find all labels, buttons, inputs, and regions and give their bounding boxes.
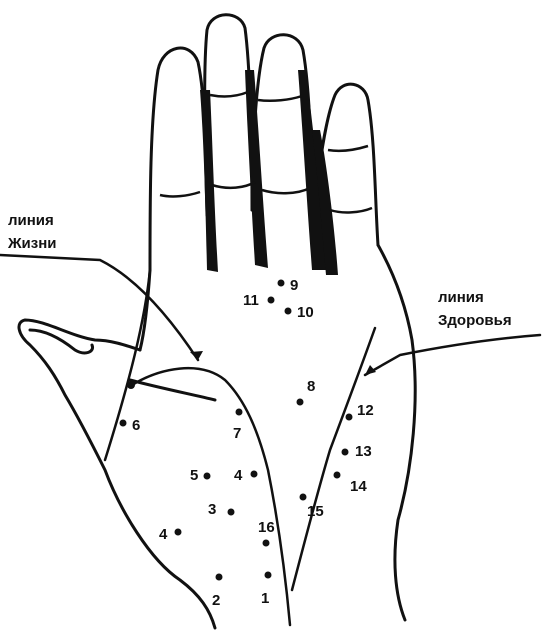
health-line-label-1: линия <box>438 289 484 306</box>
palm-lines <box>0 255 540 625</box>
life-line-label-2: Жизни <box>7 235 57 252</box>
thenar-mound <box>130 380 215 400</box>
point-dot-8 <box>297 399 304 406</box>
point-label-15: 15 <box>307 503 324 520</box>
point-dot-4a <box>251 471 258 478</box>
point-label-13: 13 <box>355 443 372 460</box>
point-label-14: 14 <box>350 478 367 495</box>
point-label-12: 12 <box>357 402 374 419</box>
point-dot-3 <box>228 509 235 516</box>
point-label-1: 1 <box>261 590 269 607</box>
heart-line-segment <box>105 270 150 460</box>
point-label-16: 16 <box>258 519 275 536</box>
hand-outline <box>19 15 415 628</box>
point-dot-12 <box>346 414 353 421</box>
point-label-11: 11 <box>243 292 259 309</box>
life-line <box>132 368 290 625</box>
thumb <box>19 320 215 628</box>
little-finger <box>150 48 207 270</box>
point-dot-2 <box>216 574 223 581</box>
health-line-pointer <box>365 335 540 375</box>
point-label-6: 6 <box>132 417 140 434</box>
point-dot-5 <box>204 473 211 480</box>
point-label-5: 5 <box>190 467 198 484</box>
point-dot-16 <box>263 540 270 547</box>
point-dot-10 <box>285 308 292 315</box>
point-label-9: 9 <box>290 277 298 294</box>
point-label-10: 10 <box>297 304 314 321</box>
palm-right-edge <box>378 245 415 620</box>
point-dot-15 <box>300 494 307 501</box>
health-line-label-2: Здоровья <box>438 312 512 329</box>
point-label-8: 8 <box>307 378 315 395</box>
point-dot-11 <box>268 297 275 304</box>
point-dot-7 <box>236 409 243 416</box>
point-dot-4b <box>175 529 182 536</box>
point-label-7: 7 <box>233 425 241 442</box>
point-dot-14 <box>334 472 341 479</box>
finger-creases <box>160 92 372 212</box>
life-line-label-1: линия <box>8 212 54 229</box>
point-label-2: 2 <box>212 592 220 609</box>
point-dot-13 <box>342 449 349 456</box>
point-label-4a: 4 <box>234 467 243 484</box>
point-dot-9 <box>278 280 285 287</box>
point-label-4b: 4 <box>159 526 168 543</box>
thumb-nail <box>30 330 93 353</box>
point-dot-1 <box>265 572 272 579</box>
point-dot-6 <box>120 420 127 427</box>
point-label-3: 3 <box>208 501 216 518</box>
